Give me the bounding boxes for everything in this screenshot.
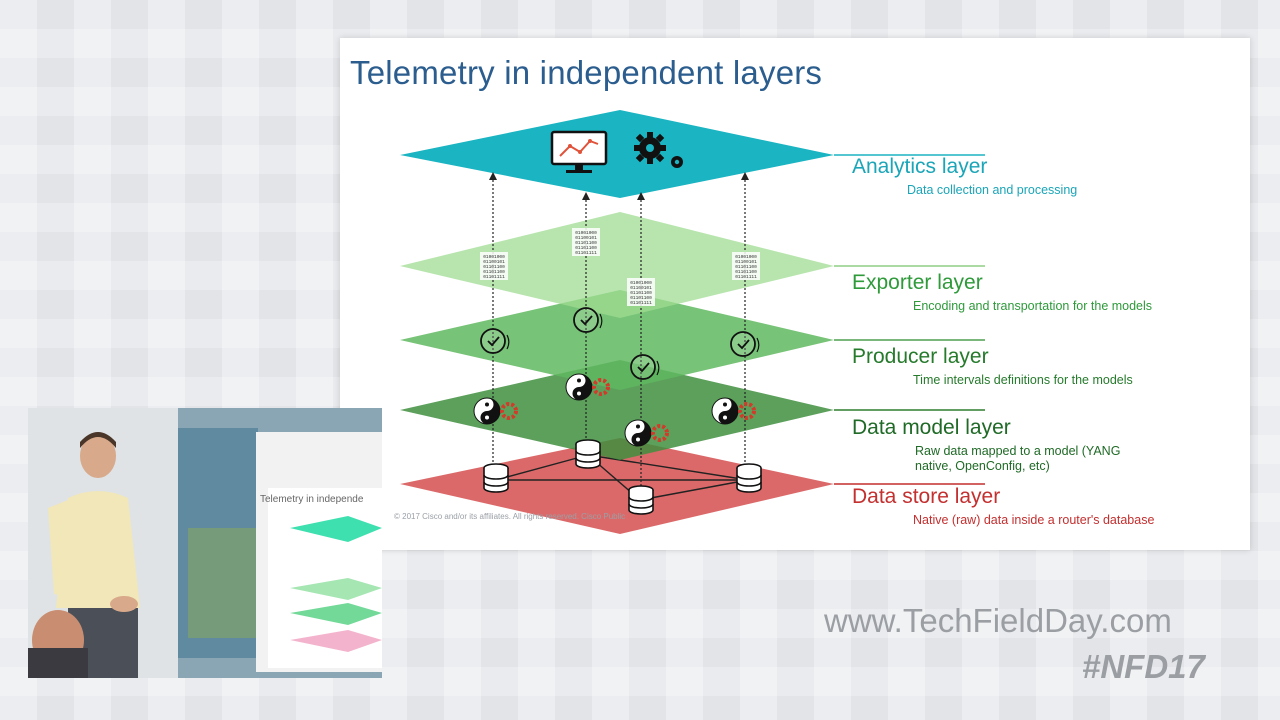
- binary-packet-icon: 01001000 01100101 01101100 01101100 0110…: [572, 228, 600, 256]
- clock-icon: [630, 354, 660, 380]
- database-icon: [628, 485, 654, 515]
- arrow-head-icon: [489, 172, 497, 180]
- exporter-layer-description: Encoding and transportation for the mode…: [913, 299, 1153, 313]
- svg-text:01001000: 01001000: [735, 254, 757, 260]
- arrow-head-icon: [582, 192, 590, 200]
- data-model-layer-shape: [400, 360, 834, 460]
- producer-layer-title: Producer layer: [852, 345, 989, 368]
- svg-text:01100101: 01100101: [483, 259, 505, 265]
- svg-text:01101100: 01101100: [630, 295, 652, 301]
- data-store-layer-title: Data store layer: [852, 485, 1001, 508]
- database-icon: [483, 463, 509, 493]
- watermark-hashtag: #NFD17: [1082, 648, 1205, 685]
- watermark-url: www.TechFieldDay.com: [824, 602, 1172, 639]
- presenter-video-inset: Telemetry in independe: [28, 408, 382, 678]
- svg-text:01101100: 01101100: [630, 290, 652, 296]
- svg-text:01100101: 01100101: [575, 235, 597, 241]
- arrow-head-icon: [637, 192, 645, 200]
- mini-slide-title: Telemetry in independe: [260, 494, 364, 505]
- svg-text:01101100: 01101100: [483, 269, 505, 275]
- database-icon: [736, 463, 762, 493]
- svg-text:01001000: 01001000: [575, 230, 597, 236]
- svg-text:01101111: 01101111: [735, 274, 757, 280]
- slide-title: Telemetry in independent layers: [350, 54, 823, 91]
- yin-yang-gear-icon: [565, 373, 610, 401]
- arrow-head-icon: [741, 172, 749, 180]
- monitor-chart-icon: [550, 130, 608, 173]
- yin-yang-gear-icon: [473, 397, 518, 425]
- svg-text:01101100: 01101100: [575, 240, 597, 246]
- clock-icon: [730, 331, 760, 357]
- presenter-scene: [28, 408, 382, 678]
- slide-copyright: © 2017 Cisco and/or its affiliates. All …: [394, 512, 626, 521]
- yin-yang-gear-icon: [711, 397, 756, 425]
- binary-packet-icon: 01001000 01100101 01101100 01101100 0110…: [732, 252, 760, 280]
- clock-icon: [480, 328, 510, 354]
- binary-packet-icon: 01001000 01100101 01101100 01101100 0110…: [627, 278, 655, 306]
- svg-text:01101111: 01101111: [630, 300, 652, 306]
- svg-text:01101100: 01101100: [575, 245, 597, 251]
- database-icon: [575, 439, 601, 469]
- svg-text:01101100: 01101100: [483, 264, 505, 270]
- svg-text:01001000: 01001000: [630, 280, 652, 286]
- producer-layer-description: Time intervals definitions for the model…: [913, 373, 1133, 387]
- clock-icon: [573, 307, 603, 333]
- producer-layer-shape: [400, 290, 834, 390]
- svg-text:01101100: 01101100: [735, 269, 757, 275]
- svg-text:01101100: 01101100: [735, 264, 757, 270]
- svg-text:01001000: 01001000: [483, 254, 505, 260]
- data-store-layer-description: Native (raw) data inside a router's data…: [913, 513, 1155, 527]
- analytics-layer-title: Analytics layer: [852, 155, 988, 178]
- exporter-layer-title: Exporter layer: [852, 271, 983, 294]
- svg-text:01101111: 01101111: [483, 274, 505, 280]
- data-model-layer-description: Raw data mapped to a model (YANG native,…: [915, 444, 1121, 473]
- yin-yang-gear-icon: [624, 419, 669, 447]
- svg-text:01100101: 01100101: [630, 285, 652, 291]
- svg-text:01100101: 01100101: [735, 259, 757, 265]
- svg-text:01101111: 01101111: [575, 250, 597, 256]
- binary-packet-icon: 01001000 01100101 01101100 01101100 0110…: [480, 252, 508, 280]
- exporter-layer-shape: [400, 212, 834, 318]
- analytics-layer-description: Data collection and processing: [907, 183, 1078, 197]
- data-model-layer-title: Data model layer: [852, 416, 1011, 439]
- data-store-layer-shape: [400, 438, 834, 534]
- analytics-layer-shape: [400, 110, 834, 198]
